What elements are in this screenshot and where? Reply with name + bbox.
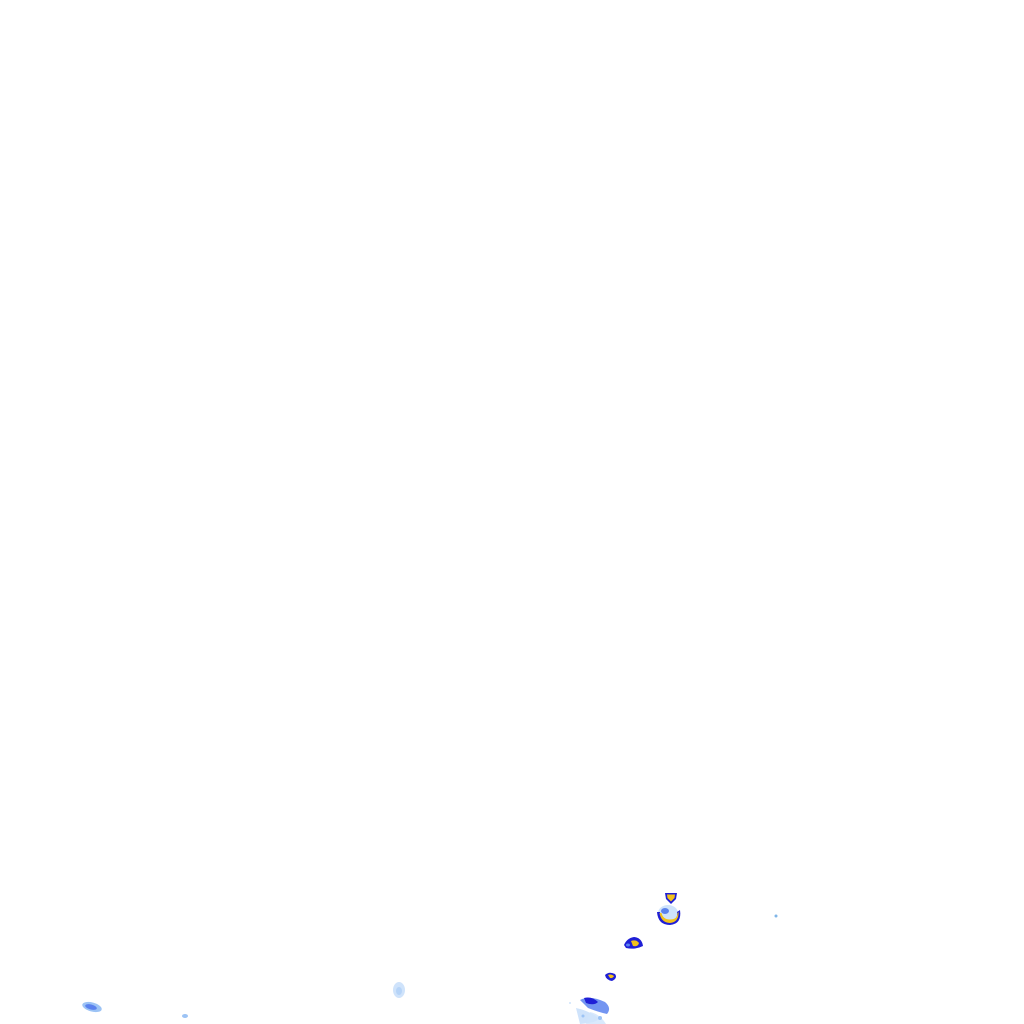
precip-cell-south	[605, 972, 616, 981]
precip-cluster-bottom	[569, 997, 610, 1024]
precip-cell-north	[665, 893, 677, 904]
precip-cell-center-light	[393, 982, 405, 998]
precip-cell-ring	[657, 905, 681, 925]
precip-cell-west	[82, 1001, 102, 1013]
precip-cell-middle	[624, 937, 643, 949]
precip-speck-east	[774, 914, 778, 918]
precip-speck-west	[182, 1014, 188, 1018]
